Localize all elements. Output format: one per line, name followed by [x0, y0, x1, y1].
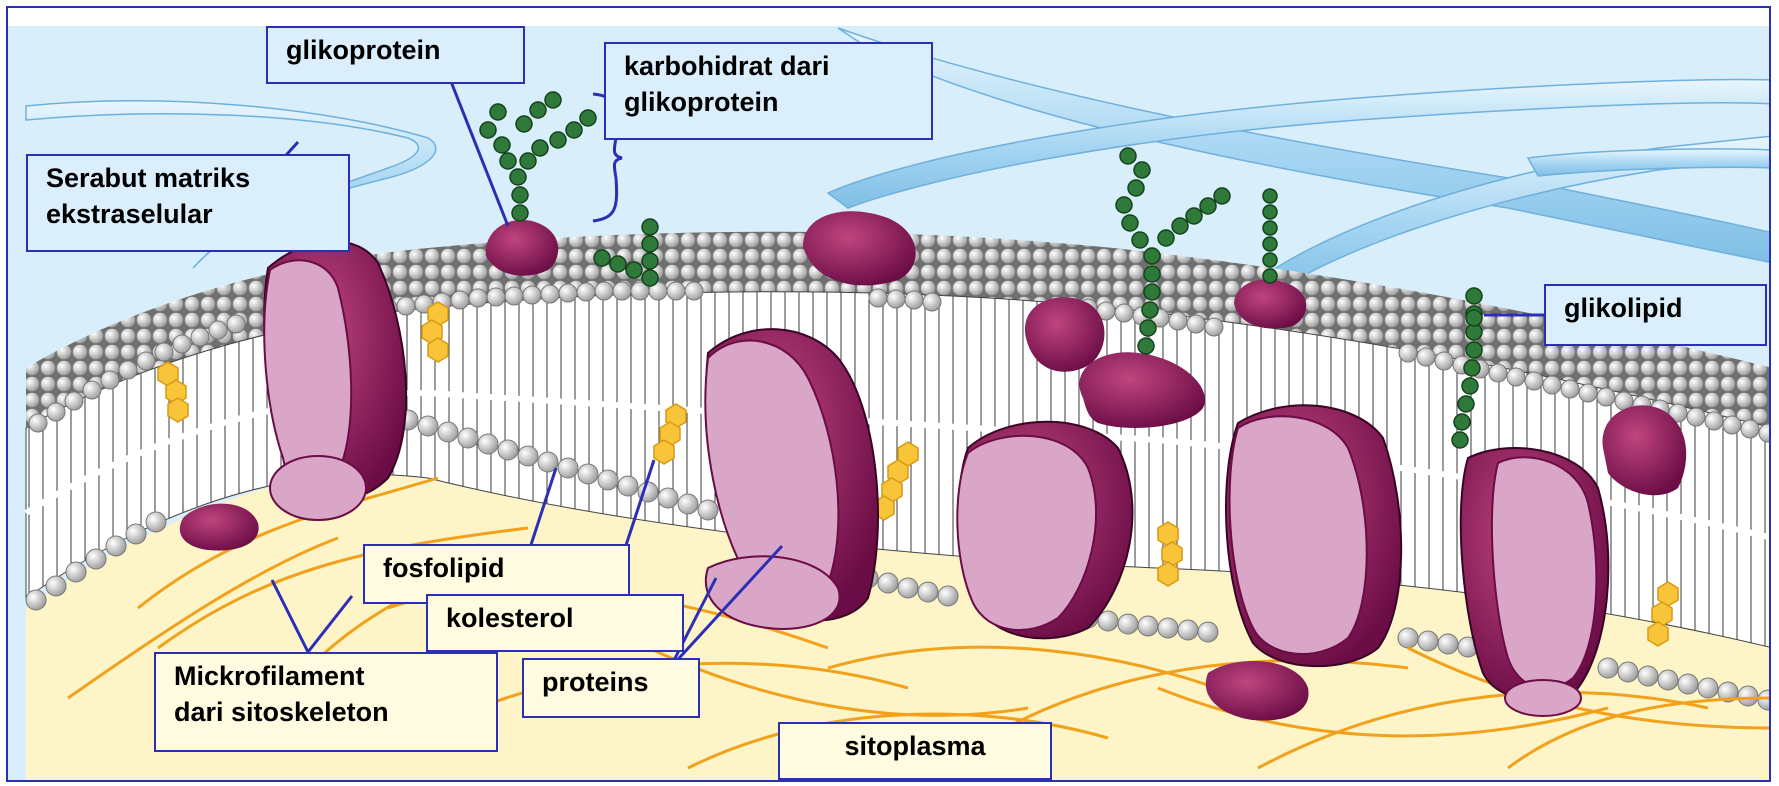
label-fosfolipid-text: fosfolipid [383, 550, 610, 586]
label-karbohidrat: karbohidrat dari glikoprotein [604, 42, 933, 140]
label-mikrofilament: Mickrofilament dari sitoskeleton [154, 652, 498, 752]
protein-1 [264, 241, 406, 520]
label-serabut-matriks: Serabut matriks ekstraselular [26, 154, 350, 252]
label-serabut-line2: ekstraselular [46, 196, 330, 232]
label-glikolipid-text: glikolipid [1564, 290, 1747, 326]
diagram-frame: glikoprotein karbohidrat dari glikoprote… [6, 6, 1771, 782]
label-proteins: proteins [522, 658, 700, 718]
top-edge [8, 8, 1771, 26]
label-mikrofilament-line1: Mickrofilament [174, 658, 478, 694]
label-kolesterol-text: kolesterol [446, 600, 664, 636]
label-sitoplasma-text: sitoplasma [798, 728, 1032, 764]
label-serabut-line1: Serabut matriks [46, 160, 330, 196]
protein-3 [957, 422, 1132, 639]
label-sitoplasma: sitoplasma [778, 722, 1052, 780]
label-proteins-text: proteins [542, 664, 680, 700]
label-glikoprotein: glikoprotein [266, 26, 525, 84]
label-karbohidrat-line2: glikoprotein [624, 84, 913, 120]
label-mikrofilament-line2: dari sitoskeleton [174, 694, 478, 730]
label-karbohidrat-line1: karbohidrat dari [624, 48, 913, 84]
label-kolesterol: kolesterol [426, 594, 684, 652]
protein-4 [1226, 405, 1401, 666]
label-glikolipid: glikolipid [1544, 284, 1767, 346]
label-glikoprotein-text: glikoprotein [286, 32, 505, 68]
